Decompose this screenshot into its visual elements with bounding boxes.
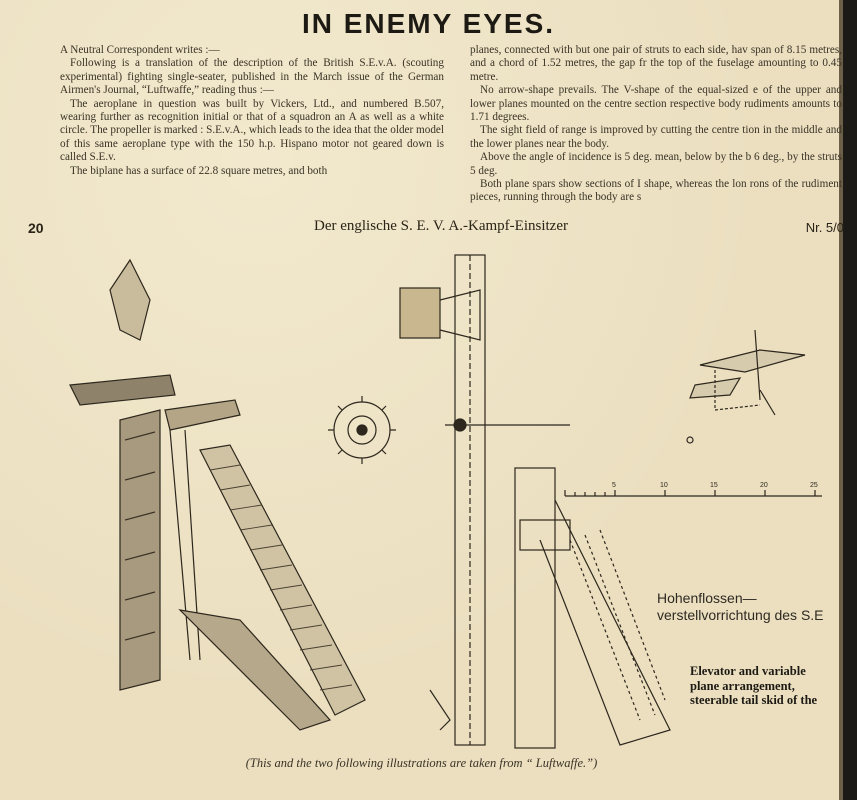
elevator-sketch xyxy=(686,329,806,444)
paragraph: The biplane has a surface of 22.8 square… xyxy=(70,164,328,177)
english-drawing-label: Elevator and variable plane arrangement,… xyxy=(690,664,817,708)
scale-bar xyxy=(564,490,822,497)
label-line: plane arrangement, xyxy=(690,678,795,693)
scale-tick-label: 25 xyxy=(810,482,818,489)
scale-tick-label: 15 xyxy=(710,482,718,489)
elevator-mechanism-drawing xyxy=(399,254,671,749)
page-edge-shadow xyxy=(839,0,843,800)
label-line: steerable tail skid of the xyxy=(690,693,818,707)
right-text-column: planes, connected with but one pair of s… xyxy=(470,44,842,205)
technical-drawing: 5 10 15 20 25 xyxy=(69,254,822,749)
issue-number: Nr. 5/0 xyxy=(805,220,844,235)
scale-tick-label: 20 xyxy=(760,482,768,489)
page-edge xyxy=(843,0,857,800)
label-line: Elevator and variable xyxy=(690,664,806,678)
left-text-column: A Neutral Correspondent writes :— Follow… xyxy=(60,44,444,178)
paragraph: The sight field of range is improved by … xyxy=(470,124,842,150)
page-number: 20 xyxy=(28,220,44,236)
tail-post-engraving xyxy=(69,258,241,691)
paragraph: No arrow-shape prevails. The V-shape of … xyxy=(470,84,842,124)
headline: IN ENEMY EYES. xyxy=(301,8,556,39)
label-line: Hohenflossen— xyxy=(657,590,757,606)
paragraph: Following is a translation of the descri… xyxy=(60,57,444,97)
scale-tick-label: 10 xyxy=(660,482,668,489)
figure-title: Der englische S. E. V. A.-Kampf-Einsitze… xyxy=(314,218,568,234)
figure-caption: (This and the two following illustration… xyxy=(245,756,598,770)
german-drawing-label: Hohenflossen— verstellvorrichtung des S.… xyxy=(657,590,824,624)
paragraph: planes, connected with but one pair of s… xyxy=(470,44,842,83)
label-line: verstellvorrichtung des S.E xyxy=(657,607,824,623)
paragraph: Both plane spars show sections of I shap… xyxy=(470,178,842,204)
paragraph: The aeroplane in question was built by V… xyxy=(60,97,444,164)
paragraph: Above the angle of incidence is 5 deg. m… xyxy=(470,151,842,177)
figure-header-strip: 20 Der englische S. E. V. A.-Kampf-Einsi… xyxy=(24,214,844,240)
scale-tick-label: 5 xyxy=(612,482,616,489)
tail-skid-engraving xyxy=(178,444,366,731)
gear-diagram xyxy=(328,396,396,464)
paragraph: A Neutral Correspondent writes :— xyxy=(60,44,220,56)
